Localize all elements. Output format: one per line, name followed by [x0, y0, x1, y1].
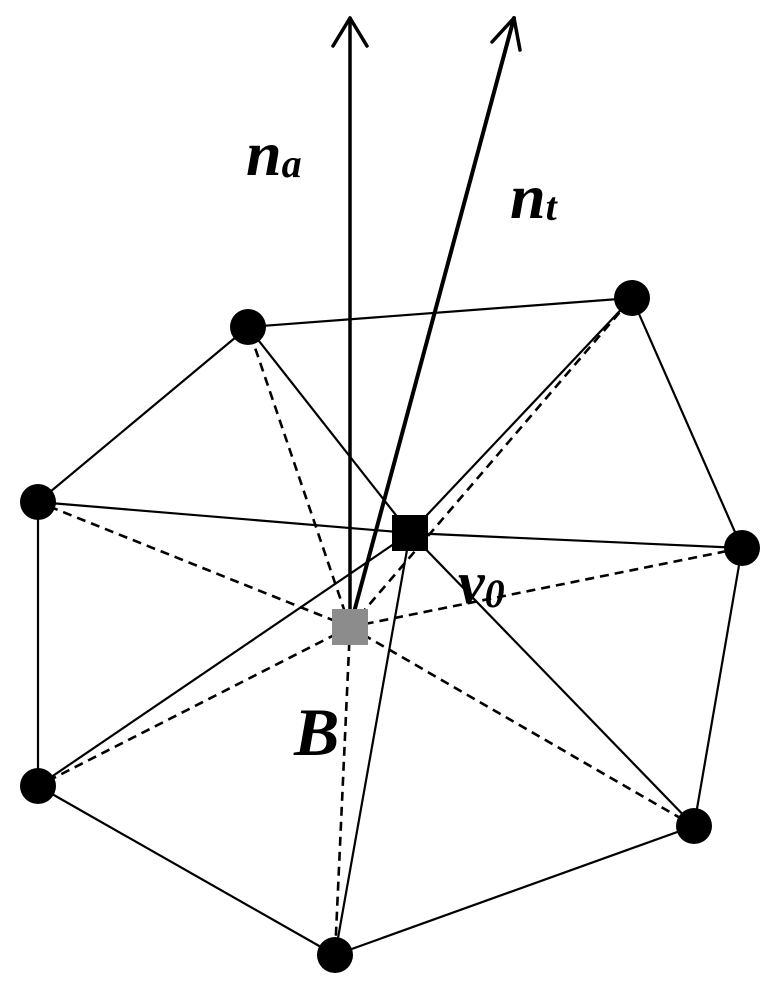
spoke-v0-v4 [409, 532, 695, 827]
ring-vertices [20, 280, 760, 973]
label-b: B [293, 694, 339, 770]
v0-spokes [37, 297, 743, 956]
label-na-sub: a [282, 141, 302, 186]
dashed-b-v6 [37, 625, 351, 788]
vertex-1 [230, 309, 266, 345]
dashed-b-v4 [349, 625, 695, 828]
label-v0: v0 [458, 550, 505, 616]
spoke-v0-v2 [409, 297, 633, 534]
spoke-v0-v3 [409, 531, 743, 550]
label-nt-main: n [510, 161, 546, 232]
vertex-6 [20, 768, 56, 804]
dashed-b-v2 [349, 297, 633, 628]
normal-nt-shaft [348, 16, 516, 629]
edge-v1-v2 [247, 296, 633, 329]
normal-na-arrowhead [331, 16, 369, 48]
vertex-2 [614, 280, 650, 316]
center-vertex-v0 [392, 515, 428, 551]
barycenter-b [332, 609, 368, 645]
vertex-3 [724, 530, 760, 566]
label-nt: nt [510, 161, 559, 232]
edge-v4-v5 [334, 824, 695, 957]
dashed-b-v3 [349, 546, 743, 629]
normal-vectors [331, 16, 522, 629]
label-v0-main: v [458, 550, 486, 616]
outer-ring-edges [36, 296, 744, 957]
edge-v5-v6 [37, 785, 336, 956]
label-v0-sub: 0 [485, 571, 505, 616]
normal-nt-arrowhead [490, 16, 522, 52]
b-spokes [37, 297, 743, 956]
label-na-main: n [246, 118, 282, 189]
spoke-v0-v5 [333, 532, 412, 956]
edge-v7-v1 [37, 326, 249, 503]
dashed-b-v1 [246, 326, 352, 628]
edge-v3-v4 [692, 547, 744, 827]
label-na: na [246, 118, 302, 189]
spoke-v0-v7 [37, 500, 411, 535]
dashed-b-v7 [37, 500, 351, 629]
dashed-b-v5 [333, 626, 352, 956]
vertex-4 [676, 808, 712, 844]
label-nt-sub: t [546, 184, 559, 229]
edge-v2-v3 [630, 297, 744, 549]
spoke-v0-v6 [37, 532, 411, 787]
vertex-5 [317, 937, 353, 973]
vertex-7 [20, 484, 56, 520]
